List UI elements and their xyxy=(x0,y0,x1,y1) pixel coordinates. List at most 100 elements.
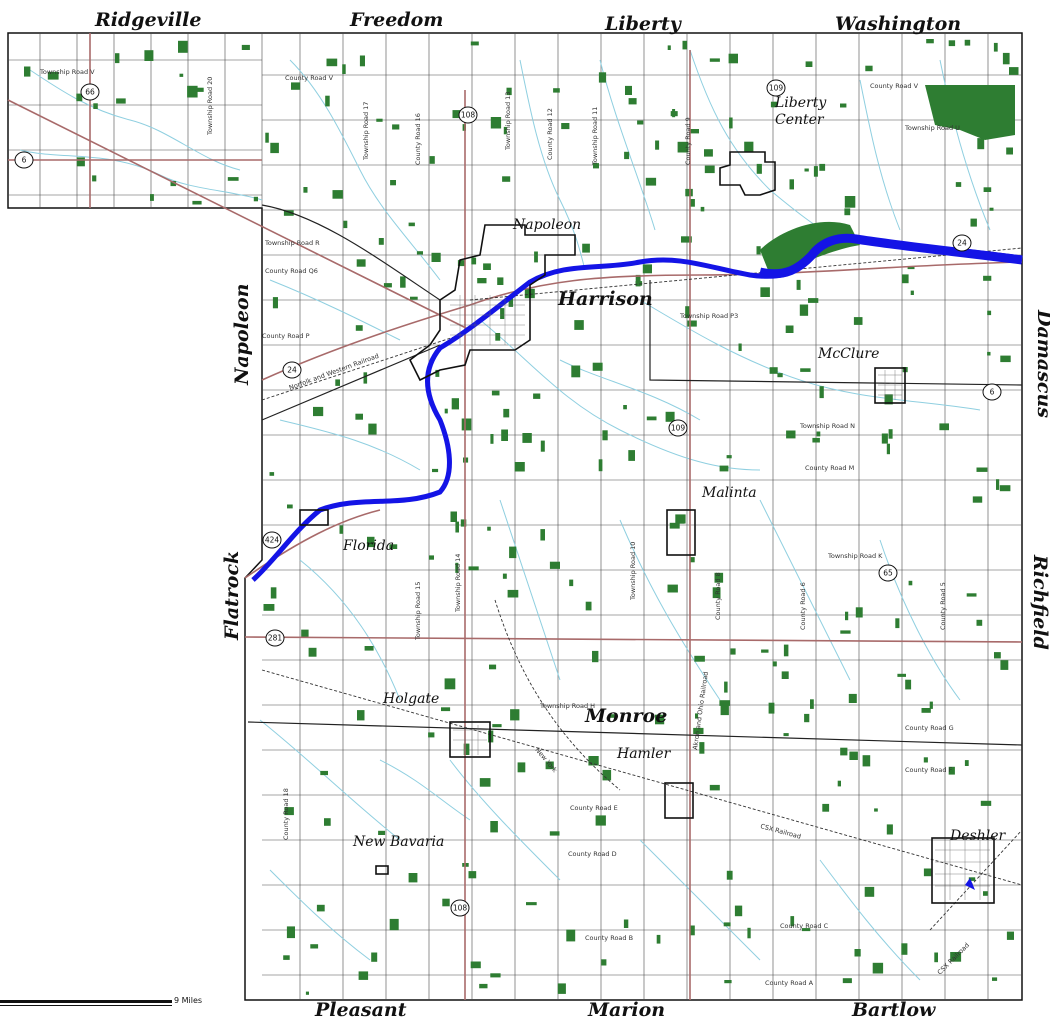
township-label-bartlow: Bartlow xyxy=(851,999,936,1021)
woodlot xyxy=(450,511,457,522)
woodlot xyxy=(822,803,830,812)
woodlot xyxy=(468,871,477,879)
woodlot xyxy=(452,110,464,119)
woodlot xyxy=(522,433,532,443)
woodlot xyxy=(844,196,856,208)
woodlot xyxy=(342,64,346,74)
woodlot xyxy=(291,82,301,90)
woodlot xyxy=(355,413,363,420)
road-label: County Road A xyxy=(765,979,814,987)
woodlot xyxy=(770,101,778,108)
road-label: County Road V xyxy=(870,82,919,90)
woodlot xyxy=(378,238,384,245)
woodlot xyxy=(357,710,365,721)
woodlot xyxy=(695,713,699,719)
woodlot xyxy=(508,295,514,307)
woodlot xyxy=(170,181,177,187)
woodlot xyxy=(655,714,665,725)
township-label-freedom: Freedom xyxy=(349,9,443,31)
woodlot xyxy=(720,704,729,716)
woodlot xyxy=(507,589,519,598)
woodlot xyxy=(730,648,736,655)
road-label: Township Road 20 xyxy=(206,77,214,136)
woodlot xyxy=(506,87,512,96)
woodlot xyxy=(283,955,290,960)
woodlot xyxy=(977,138,985,150)
woodlot xyxy=(895,618,900,629)
woodlot xyxy=(964,39,971,46)
scale-bar: 9 Miles xyxy=(0,996,202,1006)
route-shield-label: 24 xyxy=(287,366,297,375)
woodlot xyxy=(800,368,811,372)
road-label: Township Road V xyxy=(39,68,95,76)
woodlot xyxy=(492,724,502,728)
woodlot xyxy=(270,142,279,154)
road-label: County Road P xyxy=(262,332,310,340)
woodlot xyxy=(592,362,603,371)
route-shield-label: 281 xyxy=(268,634,283,643)
route-shield: 66 xyxy=(80,83,100,101)
woodlot xyxy=(677,141,689,153)
woodlot xyxy=(602,430,608,441)
route-shield-label: 109 xyxy=(769,84,784,93)
road-label: County Road 9 xyxy=(684,117,692,165)
streams xyxy=(19,49,991,981)
woodlot xyxy=(356,259,366,267)
woodlot xyxy=(540,440,545,452)
route-shield-label: 108 xyxy=(461,111,476,120)
woodlot xyxy=(514,462,525,472)
woodlot xyxy=(76,93,83,102)
township-label-monroe: Monroe xyxy=(584,705,667,727)
woodlot xyxy=(726,870,733,880)
woodlot xyxy=(265,132,269,143)
woodlot xyxy=(724,681,728,693)
township-label-liberty: Liberty xyxy=(604,13,683,35)
woodlot xyxy=(502,176,511,182)
township-label-marion: Marion xyxy=(587,999,665,1021)
woodlot xyxy=(92,175,97,182)
woodlot xyxy=(534,251,538,263)
woodlot xyxy=(855,607,863,618)
woodlot xyxy=(934,952,938,963)
woodlot xyxy=(272,297,278,309)
woodlot xyxy=(983,275,992,281)
woodlot xyxy=(598,459,603,472)
woodlot xyxy=(667,45,671,50)
woodlot xyxy=(569,579,574,587)
woodlot xyxy=(1000,355,1011,363)
township-labels: Ridgeville Freedom Liberty Washington Na… xyxy=(94,9,1050,1021)
woodlot xyxy=(501,429,508,441)
woodlot xyxy=(625,85,632,95)
woodlot xyxy=(441,707,451,712)
woodlot xyxy=(655,140,660,150)
woodlot xyxy=(483,263,491,270)
woodlot xyxy=(502,573,507,579)
woodlot xyxy=(310,944,319,949)
road-label: County Road 16 xyxy=(414,113,422,165)
woodlot xyxy=(642,264,652,274)
woodlot xyxy=(368,423,377,435)
woodlot xyxy=(442,898,450,907)
woodlot xyxy=(813,166,818,177)
woodlot xyxy=(332,190,343,199)
woodlot xyxy=(819,163,826,171)
woodlot xyxy=(608,714,617,718)
woodlot xyxy=(699,742,705,754)
woodlot xyxy=(47,71,59,80)
woodlot xyxy=(704,165,715,174)
woodlot xyxy=(989,207,994,211)
woodlot xyxy=(781,671,789,679)
road-label: County Road M xyxy=(805,464,854,472)
road-label: County Road Q6 xyxy=(265,267,318,275)
woodlot xyxy=(910,290,914,295)
woodlot xyxy=(549,831,560,836)
woodlot xyxy=(669,522,680,529)
woodlot xyxy=(150,194,154,201)
woodlot xyxy=(926,39,934,44)
town-label-new-bavaria: New Bavaria xyxy=(352,834,444,850)
woodlot xyxy=(980,800,992,806)
woods-ne xyxy=(925,85,1015,140)
road-label: County Road G xyxy=(905,724,954,732)
black-highways xyxy=(247,204,1023,746)
woodlot xyxy=(923,868,932,877)
